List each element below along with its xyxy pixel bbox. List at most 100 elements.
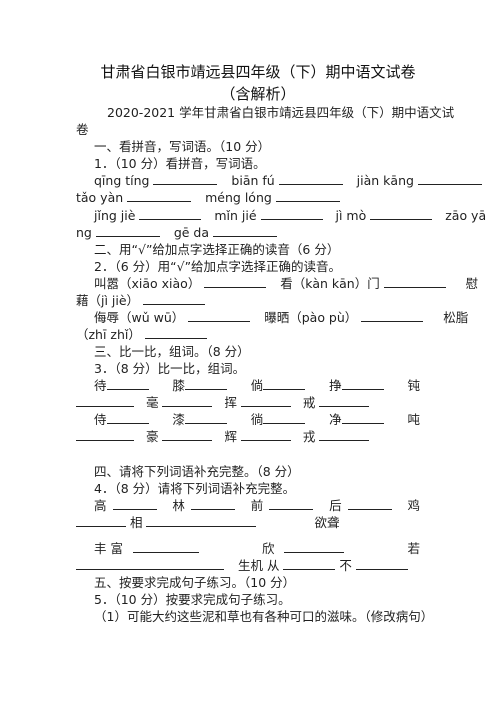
answer-blank[interactable] bbox=[355, 557, 408, 570]
subtitle-line-2: 卷 bbox=[76, 122, 89, 137]
answer-blank[interactable] bbox=[76, 428, 134, 441]
question-3: 3．（8 分）比一比，组词。 bbox=[94, 361, 246, 376]
answer-blank[interactable] bbox=[139, 207, 202, 220]
answer-blank[interactable] bbox=[144, 326, 207, 339]
idiom-char: 生机 从 bbox=[237, 558, 280, 573]
question-2: 2．（6 分）用“√”给加点字选择正确的读音。 bbox=[94, 259, 342, 274]
section-4-heading: 四、请将下列词语补充完整。（8 分） bbox=[94, 464, 300, 479]
answer-blank[interactable] bbox=[319, 394, 370, 407]
answer-blank[interactable] bbox=[213, 224, 277, 237]
char: 毫 bbox=[145, 395, 159, 410]
answer-blank[interactable] bbox=[106, 411, 149, 424]
answer-blank[interactable] bbox=[143, 292, 206, 305]
answer-blank[interactable] bbox=[190, 497, 235, 510]
item-zhi: （zhī zhǐ） bbox=[76, 327, 141, 342]
answer-blank[interactable] bbox=[162, 428, 213, 441]
char: 倘 bbox=[250, 378, 264, 393]
item-songzhi: 松脂 bbox=[443, 310, 469, 325]
pinyin-row-4: ng gē da bbox=[76, 224, 277, 241]
compare-row-3: 侍 漆 徜 净 吨 bbox=[94, 411, 420, 428]
answer-blank[interactable] bbox=[76, 557, 224, 570]
answer-blank[interactable] bbox=[284, 540, 345, 553]
answer-blank[interactable] bbox=[278, 172, 343, 185]
answer-blank[interactable] bbox=[146, 514, 257, 527]
answer-blank[interactable] bbox=[184, 411, 227, 424]
pronunciation-row-2: 藉（jì jiè） bbox=[76, 292, 206, 309]
answer-blank[interactable] bbox=[319, 428, 370, 441]
answer-blank[interactable] bbox=[95, 224, 160, 237]
pinyin-taoyan: tǎo yàn bbox=[76, 190, 124, 205]
pinyin-row-3: jǐng jiè mǐn jié jì mò zāo yā bbox=[94, 207, 486, 224]
answer-blank[interactable] bbox=[263, 377, 306, 390]
section-5-heading: 五、按要求完成句子练习。（10 分） bbox=[94, 575, 296, 590]
item-jiaoxiao: 叫嚣（xiāo xiào） bbox=[94, 276, 201, 291]
answer-blank[interactable] bbox=[417, 172, 482, 185]
answer-blank[interactable] bbox=[341, 377, 384, 390]
idiom-char: 前 bbox=[250, 498, 264, 513]
section-1-heading: 一、看拼音，写词语。（10 分） bbox=[94, 139, 271, 154]
answer-blank[interactable] bbox=[184, 377, 227, 390]
idiom-char: 欲聋 bbox=[314, 515, 340, 530]
char: 钝 bbox=[407, 378, 420, 393]
item-pushai: 曝晒（pào pù） bbox=[264, 310, 358, 325]
idiom-row-2: 相 欲聋 bbox=[76, 514, 339, 531]
char: 吨 bbox=[407, 412, 420, 427]
idiom-char: 鸡 bbox=[407, 498, 420, 513]
answer-blank[interactable] bbox=[162, 394, 213, 407]
answer-blank[interactable] bbox=[76, 514, 126, 527]
idiom-char: 若 bbox=[407, 541, 420, 556]
answer-blank[interactable] bbox=[76, 394, 134, 407]
pinyin-minjie: mǐn jié bbox=[214, 208, 257, 223]
pronunciation-row-4: （zhī zhǐ） bbox=[76, 326, 207, 343]
idiom-char: 相 bbox=[129, 515, 143, 530]
item-jie: 藉（jì jiè） bbox=[76, 293, 140, 308]
char: 挥 bbox=[224, 395, 237, 410]
pinyin-bianfu: biān fú bbox=[231, 173, 275, 188]
idiom-char: 不 bbox=[339, 558, 352, 573]
pinyin-qingting: qīng tíng bbox=[94, 173, 150, 188]
answer-blank[interactable] bbox=[112, 497, 157, 510]
answer-blank[interactable] bbox=[347, 497, 392, 510]
answer-blank[interactable] bbox=[263, 411, 306, 424]
item-wei: 慰 bbox=[465, 276, 479, 291]
char: 侍 bbox=[94, 412, 107, 427]
answer-blank[interactable] bbox=[240, 394, 291, 407]
item-kanmen: 看（kàn kān）门 bbox=[280, 276, 380, 291]
answer-blank[interactable] bbox=[204, 275, 267, 288]
section-2-heading: 二、用“√”给加点字选择正确的读音（6 分） bbox=[94, 242, 340, 257]
document-title: 甘肃省白银市靖远县四年级（下）期中语文试卷（含解析） bbox=[100, 63, 416, 103]
pinyin-ng: ng bbox=[76, 225, 92, 240]
answer-blank[interactable] bbox=[106, 377, 149, 390]
pinyin-jiankang: jiàn kāng bbox=[356, 173, 414, 188]
char: 豪 bbox=[145, 429, 159, 444]
answer-blank[interactable] bbox=[370, 207, 433, 220]
answer-blank[interactable] bbox=[188, 309, 251, 322]
subtitle-line-1: 2020-2021 学年甘肃省白银市靖远县四年级（下）期中语文试 bbox=[107, 105, 455, 120]
question-5-sub-1: （1）可能大约这些泥和草也有各种可口的滋味。（修改病句） bbox=[94, 609, 434, 624]
idiom-char: 欣 bbox=[261, 541, 275, 556]
pinyin-row-2: tǎo yàn méng lóng bbox=[76, 189, 340, 206]
answer-blank[interactable] bbox=[361, 309, 424, 322]
answer-blank[interactable] bbox=[269, 497, 314, 510]
answer-blank[interactable] bbox=[275, 189, 340, 202]
pinyin-geda: gē da bbox=[173, 225, 210, 240]
char: 徜 bbox=[250, 412, 264, 427]
answer-blank[interactable] bbox=[341, 411, 384, 424]
char: 膝 bbox=[172, 378, 185, 393]
idiom-char: 后 bbox=[329, 498, 342, 513]
answer-blank[interactable] bbox=[383, 275, 446, 288]
answer-blank[interactable] bbox=[283, 557, 336, 570]
answer-blank[interactable] bbox=[240, 428, 291, 441]
char: 净 bbox=[329, 412, 342, 427]
pinyin-zaoya: zāo yā bbox=[445, 208, 487, 223]
pronunciation-row-1: 叫嚣（xiāo xiào） 看（kàn kān）门 慰 bbox=[94, 275, 478, 292]
compare-row-4: 豪 辉 戎 bbox=[76, 428, 370, 445]
char: 辉 bbox=[224, 429, 237, 444]
question-5: 5．（10 分）按要求完成句子练习。 bbox=[94, 592, 291, 607]
answer-blank[interactable] bbox=[127, 189, 192, 202]
pronunciation-row-3: 侮辱（wǔ wū） 曝晒（pào pù） 松脂 bbox=[94, 309, 468, 326]
idiom-char: 林 bbox=[172, 498, 185, 513]
answer-blank[interactable] bbox=[153, 172, 218, 185]
answer-blank[interactable] bbox=[260, 207, 323, 220]
answer-blank[interactable] bbox=[132, 540, 199, 553]
